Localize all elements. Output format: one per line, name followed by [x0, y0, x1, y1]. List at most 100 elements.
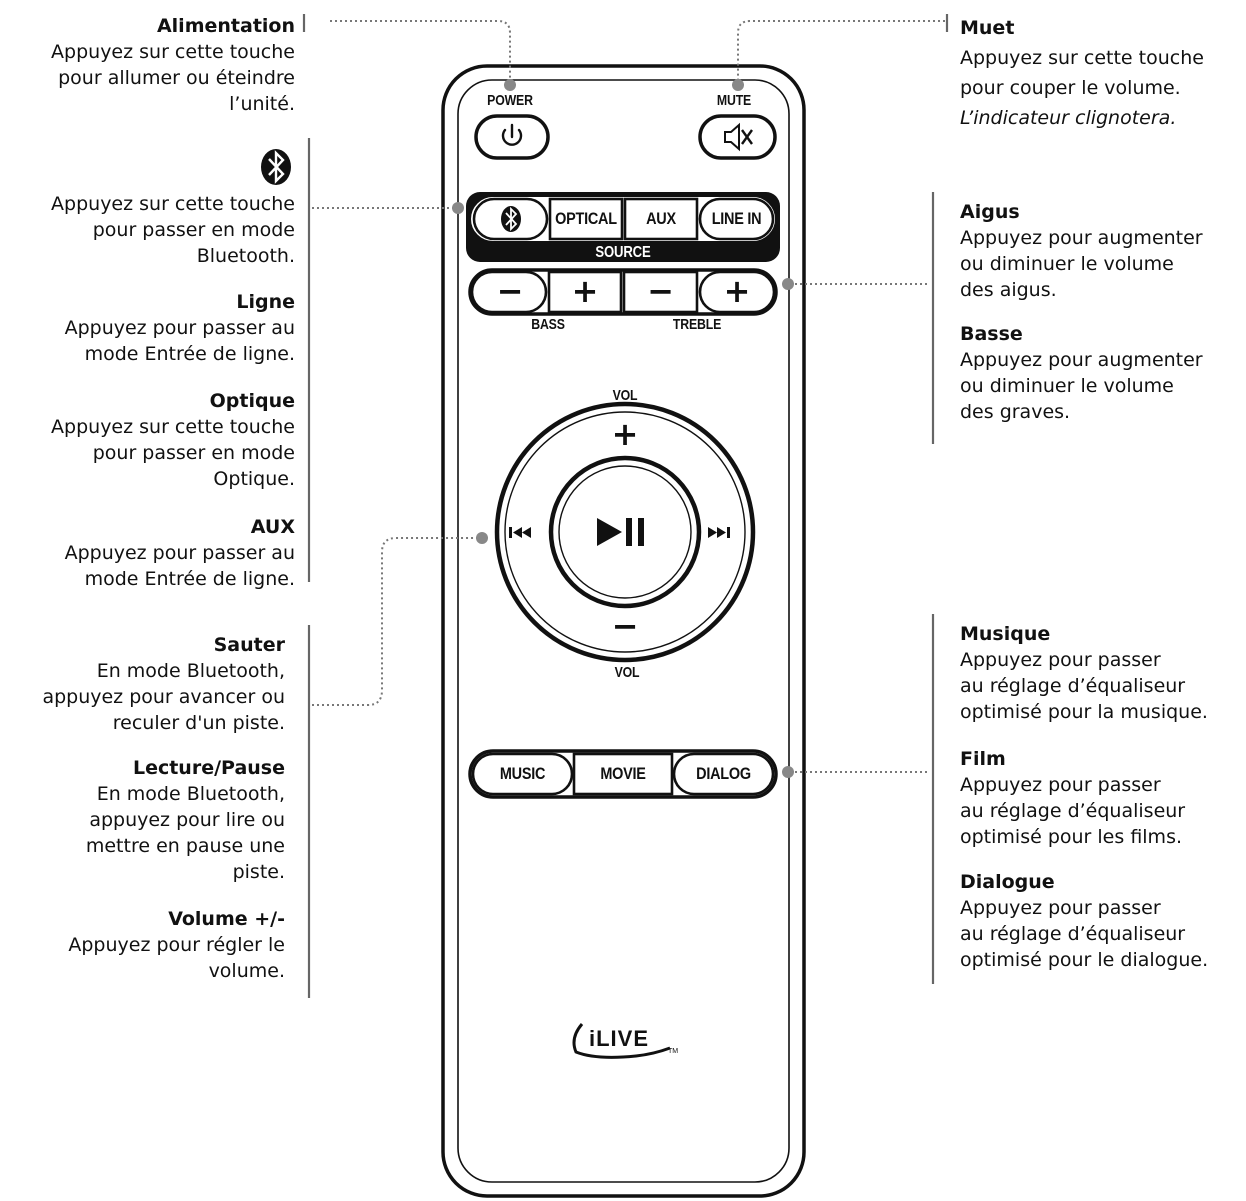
movie-label: MOVIE: [600, 764, 646, 783]
note-play-pause-title: Lecture/Pause: [132, 757, 285, 779]
note-dialog-line: optimisé pour le dialogue.: [960, 949, 1209, 971]
note-optical: Optique Appuyez sur cette touche pour pa…: [51, 388, 295, 492]
note-play-pause-line: En mode Bluetooth,: [96, 783, 285, 805]
note-music: Musique Appuyez pour passer au réglage d…: [960, 621, 1208, 725]
note-treble-line: ou diminuer le volume: [960, 253, 1174, 275]
note-bass-title: Basse: [960, 323, 1023, 345]
note-play-pause-line: piste.: [232, 861, 285, 883]
note-bluetooth-line: Bluetooth.: [196, 245, 295, 267]
note-play-pause-line: appuyez pour lire ou: [89, 809, 285, 831]
note-mute-italic: L’indicateur clignotera.: [960, 107, 1177, 129]
next-icon[interactable]: [708, 527, 730, 538]
note-aux-title: AUX: [250, 516, 295, 538]
leader-dot-bluetooth: [452, 202, 464, 214]
note-movie-title: Film: [960, 748, 1006, 770]
optical-label: OPTICAL: [555, 209, 617, 228]
play-pause-inner-edge: [558, 465, 692, 599]
leader-mute: [737, 20, 945, 82]
note-bass-line: des graves.: [960, 401, 1071, 423]
note-bluetooth: Appuyez sur cette touche pour passer en …: [51, 191, 295, 269]
note-power: Alimentation Appuyez sur cette touche po…: [51, 13, 295, 117]
note-volume-line: Appuyez pour régler le: [68, 934, 285, 956]
dialog-button[interactable]: [672, 752, 775, 796]
vol-plus-label[interactable]: +: [611, 415, 639, 453]
note-volume: Volume +/- Appuyez pour régler le volume…: [68, 906, 285, 984]
music-button[interactable]: [471, 752, 574, 796]
movie-button[interactable]: [572, 752, 674, 796]
aux-label: AUX: [646, 209, 676, 228]
note-power-title: Alimentation: [156, 15, 295, 37]
leader-dots: [452, 79, 794, 778]
leader-skip: [312, 537, 480, 706]
vol-bottom-label: VOL: [614, 664, 640, 681]
bluetooth-note-icon: [261, 149, 291, 185]
bass-plus-button[interactable]: [547, 270, 623, 314]
note-line-in-line: Appuyez pour passer au: [64, 317, 295, 339]
note-dialog-line: au réglage d’équaliseur: [960, 923, 1186, 945]
note-movie: Film Appuyez pour passer au réglage d’éq…: [960, 746, 1185, 850]
note-skip-title: Sauter: [213, 634, 285, 656]
note-music-line: Appuyez pour passer: [960, 649, 1161, 671]
note-aux-line: mode Entrée de ligne.: [84, 568, 295, 590]
previous-icon[interactable]: [509, 527, 531, 538]
note-music-line: au réglage d’équaliseur: [960, 675, 1186, 697]
note-play-pause: Lecture/Pause En mode Bluetooth, appuyez…: [86, 755, 285, 885]
note-mute-line: Appuyez sur cette touche: [960, 47, 1204, 69]
note-dialog-line: Appuyez pour passer: [960, 897, 1161, 919]
note-optical-line: Optique.: [213, 468, 295, 490]
bass-plus-label: +: [571, 272, 599, 310]
note-bass-line: Appuyez pour augmenter: [960, 349, 1203, 371]
note-bluetooth-line: pour passer en mode: [92, 219, 295, 241]
line-in-label: LINE IN: [711, 209, 762, 228]
leader-dot-mute: [732, 79, 744, 91]
note-aux: AUX Appuyez pour passer au mode Entrée d…: [65, 514, 295, 592]
note-play-pause-line: mettre en pause une: [85, 835, 285, 857]
note-music-line: optimisé pour la musique.: [960, 701, 1208, 723]
music-label: MUSIC: [499, 764, 546, 783]
leader-dot-skip: [476, 532, 488, 544]
optical-button[interactable]: [548, 197, 624, 241]
bluetooth-icon: [501, 206, 521, 232]
bass-minus-label: −: [496, 272, 524, 310]
dialog-label: DIALOG: [696, 764, 751, 783]
note-treble-title: Aigus: [960, 201, 1020, 223]
note-dialog-title: Dialogue: [960, 871, 1055, 893]
note-treble: Aigus Appuyez pour augmenter ou diminuer…: [960, 199, 1203, 303]
treble-label: TREBLE: [672, 316, 722, 333]
note-treble-line: Appuyez pour augmenter: [960, 227, 1203, 249]
leader-dot-eq: [782, 766, 794, 778]
mute-icon: [724, 122, 753, 152]
source-label: SOURCE: [595, 244, 651, 261]
treble-plus-label: +: [723, 272, 751, 310]
play-pause-button[interactable]: [548, 455, 702, 609]
bass-minus-button[interactable]: [470, 270, 548, 314]
bass-label: BASS: [531, 316, 565, 333]
note-mute-title: Muet: [960, 17, 1015, 39]
note-mute: Muet Appuyez sur cette touche pour coupe…: [960, 13, 1204, 133]
play-pause-icon: [597, 518, 644, 546]
note-bass: Basse Appuyez pour augmenter ou diminuer…: [960, 321, 1203, 425]
note-optical-line: Appuyez sur cette touche: [51, 416, 295, 438]
treble-plus-button[interactable]: [698, 270, 776, 314]
treble-minus-label: −: [647, 272, 674, 310]
note-line-in: Ligne Appuyez pour passer au mode Entrée…: [65, 289, 295, 367]
mute-label: MUTE: [716, 92, 752, 109]
note-movie-line: Appuyez pour passer: [960, 774, 1161, 796]
brand-logo: iLIVE TM: [572, 1023, 678, 1059]
note-movie-line: au réglage d’équaliseur: [960, 800, 1186, 822]
line-in-button[interactable]: [698, 197, 775, 241]
vol-minus-label[interactable]: −: [611, 607, 639, 645]
note-aux-line: Appuyez pour passer au: [64, 542, 295, 564]
note-music-title: Musique: [960, 623, 1051, 645]
note-volume-line: volume.: [208, 960, 285, 982]
note-movie-line: optimisé pour les films.: [960, 826, 1183, 848]
treble-minus-button[interactable]: [622, 270, 699, 314]
note-power-line: l’unité.: [229, 93, 295, 115]
note-bluetooth-line: Appuyez sur cette touche: [51, 193, 295, 215]
volume-ring-inner-edge: [504, 411, 746, 653]
note-dialog: Dialogue Appuyez pour passer au réglage …: [960, 869, 1208, 973]
note-optical-title: Optique: [209, 390, 295, 412]
power-icon: [501, 123, 523, 146]
aux-button[interactable]: [623, 197, 699, 241]
